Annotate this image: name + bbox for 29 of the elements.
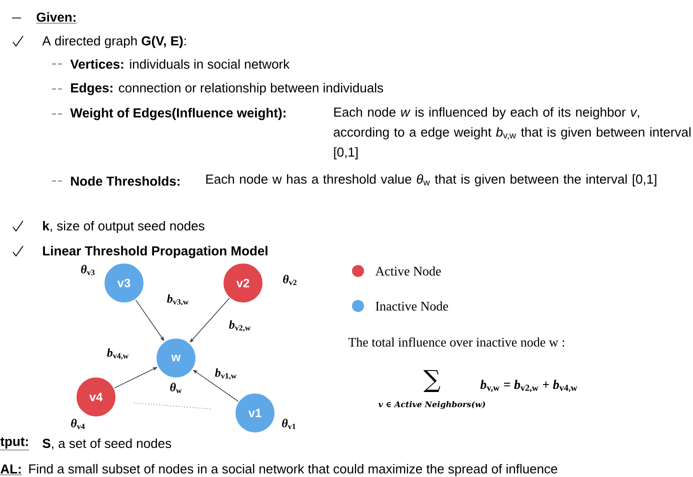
paragraph: Each node w is influenced by each of its neighbor v, according to a edge weight b$_{v,w}$ that is given between interval [0,1]	[334, 107, 690, 160]
paragraph: Each node w has a threshold value θ$_{w}$ that is given between the interval [0,1]	[206, 174, 656, 186]
edge-label: b$_{v4,w}$	[106, 347, 130, 361]
threshold-label: θ$_{v2}$	[283, 274, 297, 286]
threshold-label: θ$_{v1}$	[282, 418, 296, 430]
heading: Given:	[36, 12, 77, 24]
edge-label: b$_{v1,w}$	[214, 367, 238, 381]
heading: AL:	[0, 464, 22, 476]
threshold-label: θ$_{v4}$	[71, 418, 85, 430]
legend-text: Inactive Node	[376, 301, 448, 311]
text: Vertices: individuals in social network	[70, 59, 290, 69]
formula-text: b$_{v,w}$ = b$_{v2,w}$ + b$_{v4,w}$	[480, 380, 578, 392]
text: Weight of Edges(Influence weight):	[70, 108, 286, 120]
sum-subscript: v ∈ Active Neighbors(w)	[378, 401, 486, 409]
threshold-label: θ$_{v3}$	[81, 264, 95, 276]
text: Find a small subset of nodes in a social network that could maximize the spread of influence	[29, 464, 558, 476]
text: Node Thresholds:	[71, 176, 180, 186]
sum-symbol: ∑	[424, 370, 440, 392]
text: k, size of output seed nodes	[43, 220, 204, 234]
text: The total influence over inactive node w :	[348, 337, 564, 347]
text: Linear Threshold Propagation Model	[43, 246, 268, 258]
threshold-label: θ$_{w}$	[170, 382, 182, 394]
heading: tput:	[0, 437, 30, 450]
text: S, a set of seed nodes	[42, 438, 172, 450]
edge-label: b$_{v2,w}$	[228, 319, 252, 333]
edge-label: b$_{v3,w}$	[166, 293, 190, 307]
text: A directed graph G(V, E):	[42, 36, 186, 48]
text: Edges: connection or relationship between individuals	[71, 82, 384, 96]
legend-text: Active Node	[375, 266, 441, 276]
